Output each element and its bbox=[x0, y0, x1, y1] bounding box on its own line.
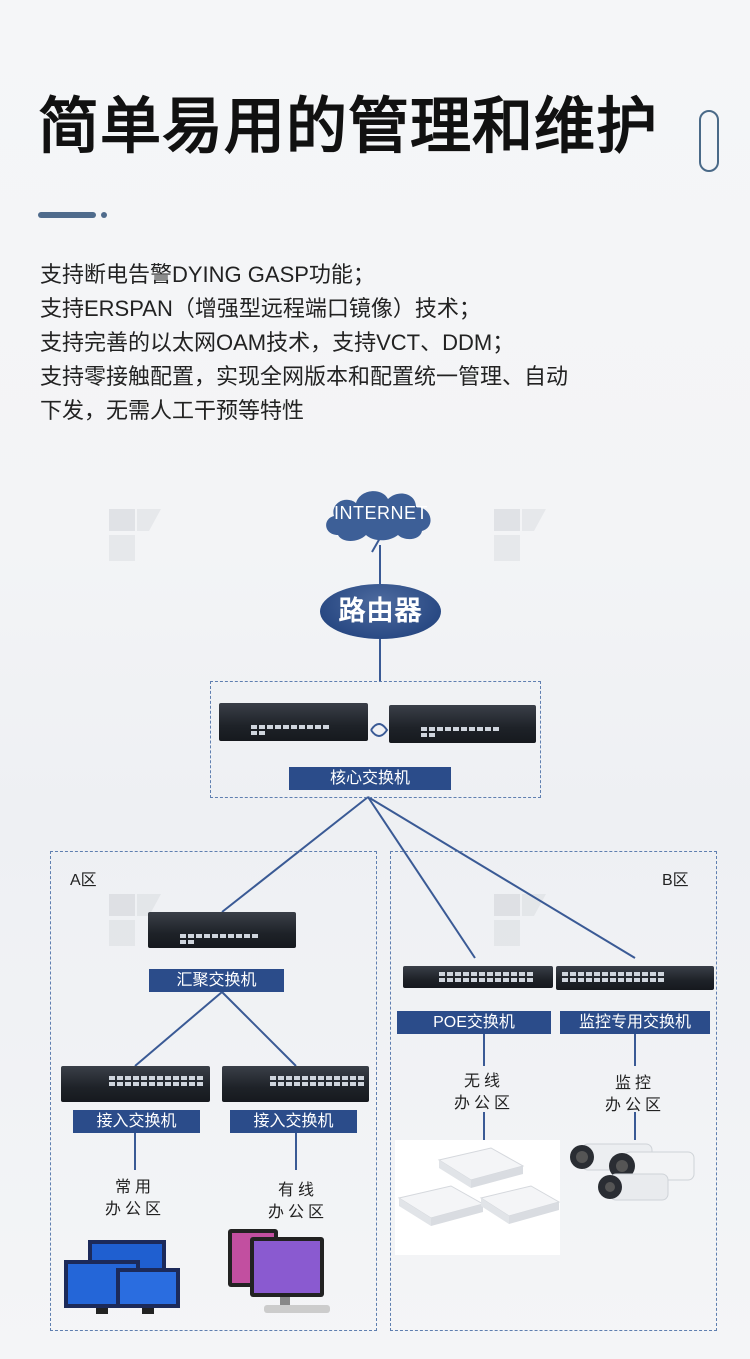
scroll-indicator bbox=[699, 110, 719, 172]
monitor-icon bbox=[64, 1240, 180, 1314]
wireless-ap-icon bbox=[395, 1140, 560, 1255]
cloud-icon bbox=[326, 491, 431, 541]
wireless-office-label: 无线 办公区 bbox=[453, 1073, 514, 1112]
zone-a-label: A区 bbox=[70, 872, 97, 889]
title-underline-dot bbox=[101, 212, 107, 218]
feature-list: 支持断电告警DYING GASP功能； 支持ERSPAN（增强型远程端口镜像）技… bbox=[40, 258, 568, 428]
monitor-switch-label: 监控专用交换机 bbox=[560, 1011, 710, 1034]
aggregation-switch-label: 汇聚交换机 bbox=[149, 969, 284, 992]
monitor-office-label: 监控 办公区 bbox=[604, 1075, 665, 1114]
zone-a-box bbox=[50, 851, 377, 1331]
feature-item: 支持断电告警DYING GASP功能； bbox=[40, 262, 375, 287]
access-switch-2 bbox=[222, 1066, 369, 1102]
poe-switch bbox=[403, 966, 553, 988]
access-switch-1 bbox=[61, 1066, 210, 1102]
internet-label: INTERNET bbox=[334, 503, 428, 523]
wired-office-label: 有线 办公区 bbox=[267, 1182, 328, 1221]
page-title: 简单易用的管理和维护 bbox=[38, 92, 659, 160]
zone-b-box bbox=[390, 851, 717, 1331]
core-switch-label: 核心交换机 bbox=[289, 767, 451, 790]
aggregation-switch bbox=[148, 912, 296, 948]
core-switch-1 bbox=[219, 703, 368, 741]
feature-item: 支持零接触配置，实现全网版本和配置统一管理、自动 bbox=[40, 364, 569, 389]
common-office-label: 常用 办公区 bbox=[104, 1179, 165, 1218]
access-switch-1-label: 接入交换机 bbox=[73, 1110, 200, 1133]
title-underline bbox=[38, 212, 96, 218]
watermark-logo bbox=[494, 894, 546, 946]
core-switch-2 bbox=[389, 705, 536, 743]
core-switch-group bbox=[210, 681, 541, 798]
watermark-logo bbox=[109, 509, 161, 561]
feature-item: 支持ERSPAN（增强型远程端口镜像）技术； bbox=[40, 296, 481, 321]
watermark-logo bbox=[109, 894, 161, 946]
poe-switch-label: POE交换机 bbox=[397, 1011, 551, 1034]
feature-item: 支持完善的以太网OAM技术，支持VCT、DDM； bbox=[40, 330, 515, 355]
router-node: 路由器 bbox=[320, 584, 441, 639]
desktop-computer-icon bbox=[228, 1229, 330, 1313]
zone-b-label: B区 bbox=[662, 872, 689, 889]
security-camera-icon bbox=[570, 1143, 695, 1201]
feature-item: 下发，无需人工干预等特性 bbox=[40, 398, 305, 423]
watermark-logo bbox=[494, 509, 546, 561]
monitor-switch bbox=[556, 966, 714, 990]
access-switch-2-label: 接入交换机 bbox=[230, 1110, 357, 1133]
